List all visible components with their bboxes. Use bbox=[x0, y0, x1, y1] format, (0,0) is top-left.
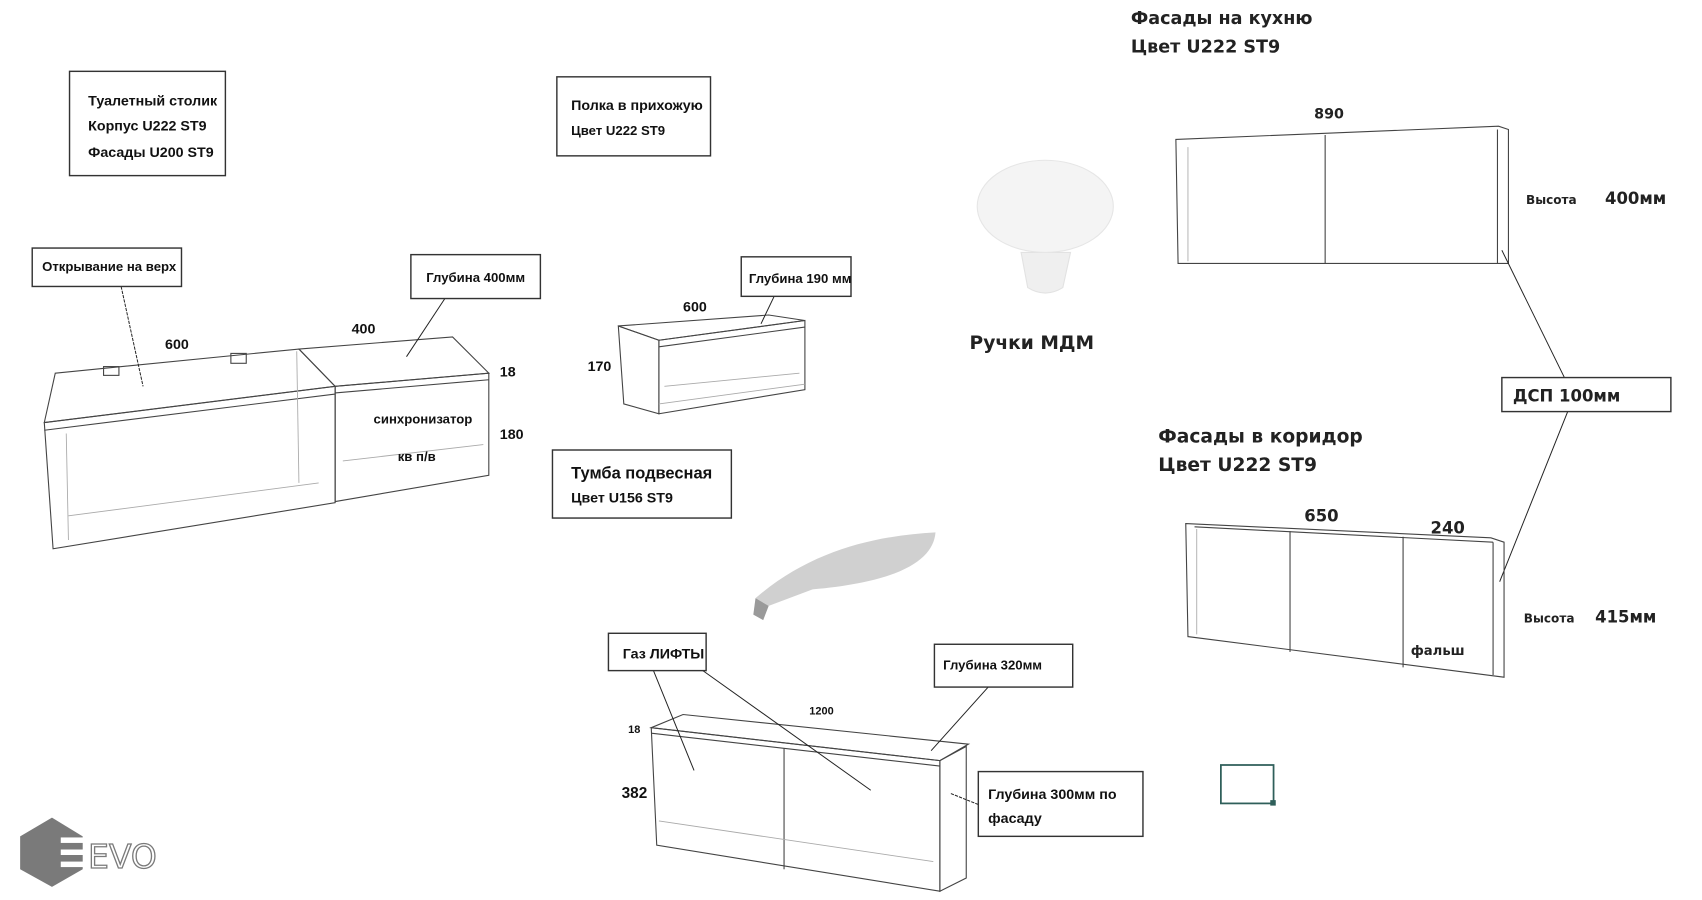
selection-rectangle[interactable] bbox=[1220, 764, 1276, 806]
opening-note-text: Открывание на верх bbox=[42, 259, 177, 274]
opening-note: Открывание на верх bbox=[31, 247, 183, 387]
shelf-info-box: Полка в прихожую Цвет U222 ST9 bbox=[556, 76, 712, 157]
gas-lift-text: Газ ЛИФТЫ bbox=[623, 647, 705, 663]
logo-text: EVO bbox=[88, 837, 157, 876]
facade-depth-note: Глубина 300мм по фасаду bbox=[950, 770, 1144, 838]
vanity-dim-height: 180 bbox=[500, 427, 524, 443]
gas-lift-note: Газ ЛИФТЫ bbox=[607, 632, 872, 791]
corridor-facades: Фасады в коридор Цвет U222 ST9 650 240 ф… bbox=[1158, 426, 1656, 678]
handles-label: Ручки МДМ bbox=[970, 333, 1095, 354]
shelf-dim-width: 600 bbox=[683, 300, 707, 316]
chipboard-note: ДСП 100мм bbox=[1499, 250, 1672, 582]
vanity-body-color: Корпус U222 ST9 bbox=[88, 119, 206, 135]
cabinet-dim-width: 1200 bbox=[809, 706, 833, 718]
cabinet-depth-text: Глубина 320мм bbox=[943, 658, 1042, 673]
vanity-depth-text: Глубина 400мм bbox=[426, 270, 525, 285]
corridor-dim-width-1: 650 bbox=[1304, 506, 1338, 525]
corridor-facades-color: Цвет U222 ST9 bbox=[1158, 455, 1317, 476]
hanging-cabinet-title: Тумба подвесная bbox=[571, 465, 712, 483]
evo-logo: EVO bbox=[20, 817, 157, 887]
resize-handle[interactable] bbox=[1270, 800, 1276, 806]
sync-note: синхронизатор bbox=[374, 412, 473, 427]
cabinet-depth-note: Глубина 320мм bbox=[930, 643, 1074, 752]
kitchen-facades-color: Цвет U222 ST9 bbox=[1131, 38, 1280, 58]
vanity-dim-width-left: 600 bbox=[165, 337, 189, 353]
shelf-depth-note: Глубина 190 мм bbox=[740, 256, 852, 324]
shelf-depth-text: Глубина 190 мм bbox=[749, 271, 852, 286]
kitchen-facades-title: Фасады на кухню bbox=[1131, 9, 1313, 29]
vanity-facade-color: Фасады U200 ST9 bbox=[88, 145, 214, 161]
corridor-height-prefix: Высота bbox=[1524, 611, 1575, 625]
edge-handle-image bbox=[753, 532, 936, 621]
cabinet-dim-height: 382 bbox=[622, 785, 648, 802]
vanity-dim-width-right: 400 bbox=[352, 322, 376, 338]
vanity-dim-top: 18 bbox=[500, 364, 516, 380]
hanging-cabinet-info-box: Тумба подвесная Цвет U156 ST9 bbox=[551, 449, 733, 519]
vanity-title: Туалетный столик bbox=[88, 93, 218, 109]
corridor-facades-title: Фасады в коридор bbox=[1158, 426, 1362, 447]
cabinet-dim-top: 18 bbox=[628, 724, 640, 736]
hanging-cabinet-drawing: 1200 18 382 bbox=[622, 706, 971, 893]
chipboard-note-text: ДСП 100мм bbox=[1513, 387, 1620, 406]
kitchen-facades: Фасады на кухню Цвет U222 ST9 890 Высота… bbox=[1131, 9, 1666, 264]
kitchen-dim-width: 890 bbox=[1314, 107, 1344, 123]
false-panel-label: фальш bbox=[1411, 644, 1465, 659]
kitchen-height-prefix: Высота bbox=[1526, 193, 1577, 207]
vanity-info-box: Туалетный столик Корпус U222 ST9 Фасады … bbox=[68, 70, 227, 177]
shelf-title: Полка в прихожую bbox=[571, 98, 703, 114]
shelf-dim-height: 170 bbox=[588, 359, 612, 375]
vanity-depth-note: Глубина 400мм bbox=[406, 253, 542, 357]
knob-handle-image: Ручки МДМ bbox=[970, 159, 1114, 354]
vanity-drawing: 600 400 18 180 синхронизатор кв п/в bbox=[43, 322, 524, 550]
shelf-color: Цвет U222 ST9 bbox=[571, 123, 665, 138]
sync-note-2: кв п/в bbox=[398, 449, 436, 464]
shelf-drawing: 600 170 bbox=[588, 300, 806, 415]
hanging-cabinet-color: Цвет U156 ST9 bbox=[571, 491, 673, 507]
facade-depth-text-1: Глубина 300мм по bbox=[988, 787, 1117, 803]
facade-depth-text-2: фасаду bbox=[988, 811, 1042, 827]
corridor-height-value: 415мм bbox=[1595, 607, 1656, 626]
kitchen-height-value: 400мм bbox=[1605, 189, 1666, 208]
corridor-dim-width-2: 240 bbox=[1431, 518, 1465, 537]
